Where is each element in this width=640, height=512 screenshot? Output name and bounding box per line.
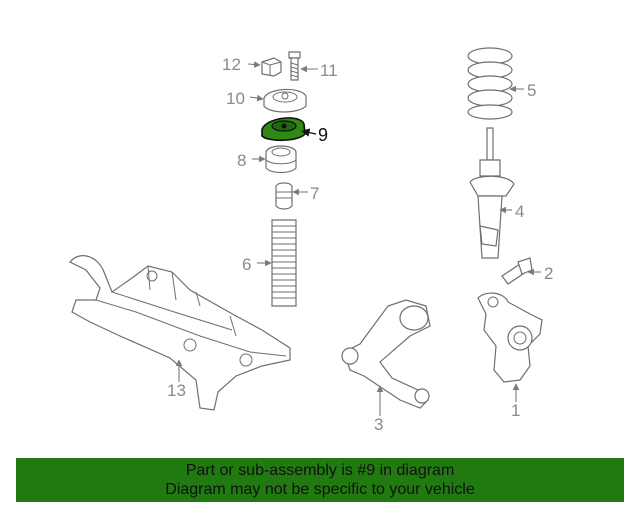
callout-2: 2 [544,264,553,283]
part-5-coil-spring[interactable] [467,47,513,120]
callout-8: 8 [237,151,246,170]
part-11-bolt[interactable] [288,51,301,81]
banner-line-part: Part or sub-assembly is #9 in diagram [185,462,455,479]
part-2-bolt[interactable] [501,257,533,285]
part-7-bump-stop[interactable] [275,182,293,210]
callout-10: 10 [226,89,245,108]
callout-1: 1 [511,401,520,420]
info-banner: Part or sub-assembly is #9 in diagram Di… [16,458,624,502]
leader-lines [175,61,541,416]
callout-11: 11 [320,61,338,80]
callout-12: 12 [222,55,241,74]
part-4-strut[interactable] [469,127,515,259]
callout-13: 13 [167,381,186,400]
parts-diagram: 12 11 10 9 8 7 6 5 4 2 3 1 13 [69,47,553,434]
callout-4: 4 [515,202,524,221]
part-3-control-arm[interactable] [341,299,431,409]
callout-5: 5 [527,81,536,100]
callout-7: 7 [310,184,319,203]
callout-9: 9 [318,125,328,145]
part-8-insulator[interactable] [265,145,297,174]
banner-line-disclaimer: Diagram may not be specific to your vehi… [165,481,475,498]
part-9-strut-mount[interactable] [261,117,306,142]
callout-6: 6 [242,255,251,274]
part-12-nut[interactable] [261,57,282,77]
part-1-knuckle[interactable] [477,292,543,383]
part-10-mount-plate[interactable] [263,88,307,113]
part-6-dust-boot[interactable] [271,219,297,307]
part-13-subframe[interactable] [69,255,291,411]
callout-3: 3 [374,415,383,434]
